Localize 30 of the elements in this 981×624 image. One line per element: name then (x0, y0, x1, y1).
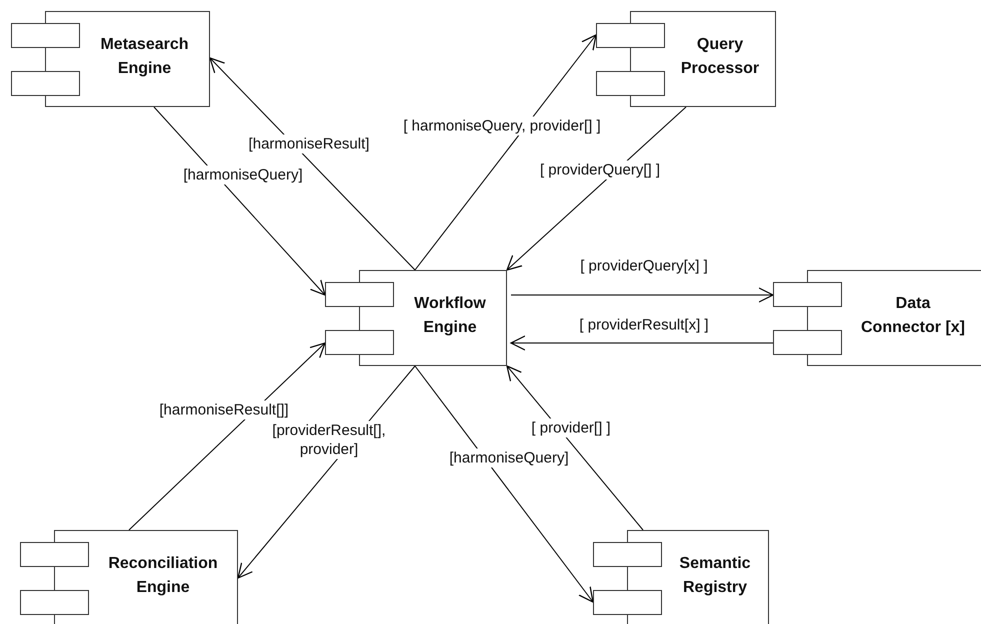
arrow (510, 287, 774, 303)
component-name: Data Connector [x] (860, 294, 966, 338)
component-box (596, 11, 776, 107)
arrow (154, 106, 326, 296)
arrow (128, 342, 326, 530)
arrow (506, 365, 644, 530)
arrow (209, 57, 416, 270)
edge-label: [harmoniseResult] (248, 134, 370, 154)
component-box (11, 11, 210, 107)
edge-label: [ providerQuery[x] ] (579, 256, 709, 276)
component-box (325, 270, 507, 366)
edge-label: [ providerResult[x] ] (578, 316, 710, 334)
edge-label: [harmoniseQuery] (448, 448, 570, 468)
edge-label: [harmoniseResult[]] (158, 400, 290, 420)
component-name: Workflow Engine (413, 294, 487, 338)
component-name: Semantic Registry (678, 554, 752, 598)
arrow (414, 34, 597, 270)
arrow (414, 366, 594, 603)
component-box (593, 530, 769, 624)
edge-label: [harmoniseQuery] (182, 166, 304, 184)
arrow (510, 335, 774, 351)
component-box (20, 530, 238, 624)
component-name: Reconciliation Engine (107, 554, 219, 598)
edge-label: [ providerQuery[] ] (538, 160, 662, 180)
edge-label: [ provider[] ] (530, 418, 612, 438)
arrow (506, 106, 686, 271)
component-name: Query Processor (680, 35, 760, 79)
edge-label: [ harmoniseQuery, provider[] ] (402, 116, 602, 136)
component-name: Metasearch Engine (99, 35, 190, 79)
component-box (773, 270, 981, 366)
